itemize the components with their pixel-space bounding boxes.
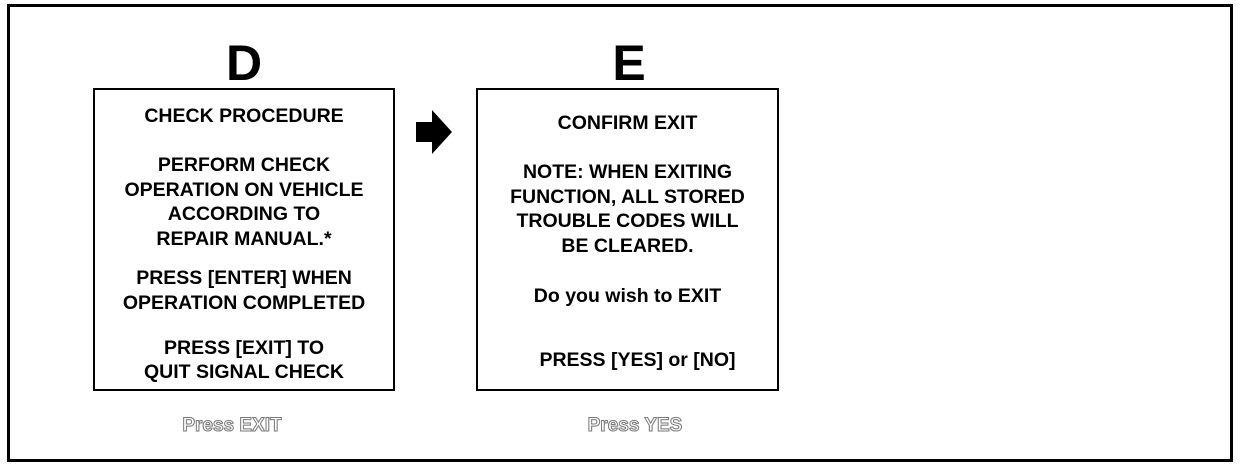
step-e-text-line: Do you wish to EXIT — [533, 285, 722, 307]
step-d-text-line: OPERATION ON VEHICLE — [124, 179, 364, 201]
step-d-text-line: PRESS [ENTER] WHEN — [136, 267, 352, 289]
arrow-right-icon — [416, 110, 452, 154]
step-e-text-line: TROUBLE CODES WILL — [516, 210, 739, 232]
step-e-text-line: BE CLEARED. — [561, 235, 694, 257]
step-e-text-line: NOTE: WHEN EXITING — [522, 161, 733, 183]
step-d-text-line: OPERATION COMPLETED — [122, 292, 366, 314]
step-d-text-line: QUIT SIGNAL CHECK — [143, 361, 345, 383]
diagram-frame — [7, 4, 1233, 462]
step-e-screen: CONFIRM EXIT NOTE: WHEN EXITING FUNCTION… — [476, 88, 779, 391]
step-e-caption: Press YES — [587, 415, 683, 437]
step-d-title: CHECK PROCEDURE — [144, 105, 344, 127]
step-d-caption: Press EXIT — [182, 415, 282, 437]
step-e-letter: E — [612, 35, 646, 91]
step-d-text-line: ACCORDING TO — [167, 203, 321, 225]
step-d-text-line: REPAIR MANUAL.* — [156, 228, 332, 250]
step-e-text-line: PRESS [YES] or [NO] — [539, 349, 736, 371]
step-d-letter: D — [225, 35, 263, 91]
step-e-text-line: FUNCTION, ALL STORED — [510, 186, 745, 208]
step-d-text-line: PRESS [EXIT] TO — [164, 337, 324, 359]
step-e-title: CONFIRM EXIT — [557, 112, 698, 134]
step-d-text-line: PERFORM CHECK — [157, 154, 331, 176]
step-d-screen: CHECK PROCEDURE PERFORM CHECK OPERATION … — [93, 88, 395, 391]
